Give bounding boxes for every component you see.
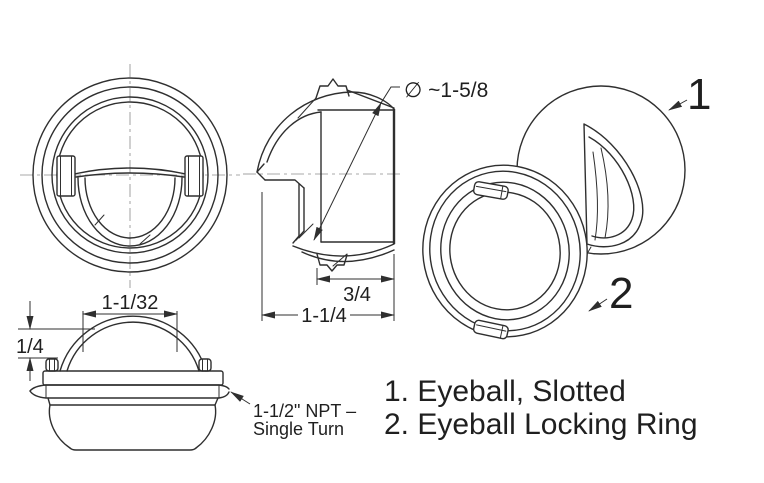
diameter-leader: [380, 86, 400, 104]
bottom-tab-profile: [316, 253, 348, 272]
slot-opening-outer: [583, 123, 644, 248]
slot-cut-top: [264, 179, 305, 189]
dome-height-text: 1/4: [16, 336, 44, 358]
thread-note-line1: 1-1/2" NPT –: [253, 401, 356, 421]
slot-upper-lip: [73, 167, 187, 175]
dome-outer-arc: [59, 315, 207, 372]
lip-hatch: [332, 253, 348, 267]
eyeball-sphere-edge: [51, 96, 209, 254]
slot-bowl-inner: [84, 177, 176, 239]
dome-face-blend: [346, 89, 395, 109]
front-view-eyeball-assembly: [20, 64, 240, 288]
thread-note-line2: Single Turn: [253, 419, 344, 439]
ring-top-lug: [472, 181, 509, 200]
right-nub: [198, 358, 212, 372]
dome-outer-profile: [256, 91, 395, 173]
left-nub: [45, 358, 59, 372]
locking-ring: [422, 164, 588, 340]
dome-inner-arc: [66, 321, 200, 372]
dome-tip-chamfer: [256, 163, 266, 181]
slot-cut-walls: [298, 183, 305, 237]
dome-inner-profile: [266, 111, 322, 163]
legend-item-2: 2. Eyeball Locking Ring: [384, 408, 698, 441]
flare-hatch: [298, 223, 314, 239]
callout-1-leader: [668, 99, 688, 111]
callout-2-leader: [588, 298, 608, 312]
slot-width-extension-lines: [82, 311, 178, 352]
section-view-eyeball: ∅ ~1-5/8 3/4 1-1/4: [243, 78, 488, 327]
ring-bottom-lug: [472, 319, 509, 340]
ring-face-rim: [429, 170, 581, 332]
slot-cut-flare: [292, 230, 305, 244]
ring-outer-rim: [422, 164, 588, 338]
isometric-view: 1 2: [422, 70, 711, 340]
legend-item-1: 1. Eyeball, Slotted: [384, 375, 626, 408]
legend: 1. Eyeball, Slotted 2. Eyeball Locking R…: [384, 375, 698, 441]
slot-interior-edges: [592, 147, 609, 241]
locking-ring-outer-edge: [32, 77, 228, 273]
tab-hidden-edge-top: [297, 97, 317, 119]
locking-ring-face-edge: [41, 86, 219, 264]
bowl-hatch-marks: [94, 214, 151, 245]
top-tab-profile: [315, 78, 350, 99]
slot-lower-lip: [75, 172, 185, 178]
cup-body: [47, 397, 219, 451]
front-depth-text: 3/4: [343, 284, 371, 306]
diameter-dimension-text: ∅ ~1-5/8: [404, 79, 488, 102]
side-view-assembled: 1-1/32 1/4 1-1/2" NPT – Single Turn: [16, 292, 356, 451]
ring-flange: [42, 370, 224, 386]
slot-opening-inner: [588, 136, 635, 239]
callout-1-number: 1: [687, 70, 711, 119]
slot-width-text: 1-1/32: [102, 292, 159, 314]
left-lug: [56, 155, 76, 197]
right-lug: [184, 155, 204, 197]
slot-bowl-outer: [77, 177, 183, 247]
diameter-dimension-line: [313, 102, 382, 241]
callout-2-number: 2: [609, 269, 633, 318]
total-depth-text: 1-1/4: [301, 305, 347, 327]
bottom-lip-inner: [301, 249, 395, 263]
npt-thread-turn: [29, 384, 230, 399]
thread-note-leader: [230, 391, 251, 405]
